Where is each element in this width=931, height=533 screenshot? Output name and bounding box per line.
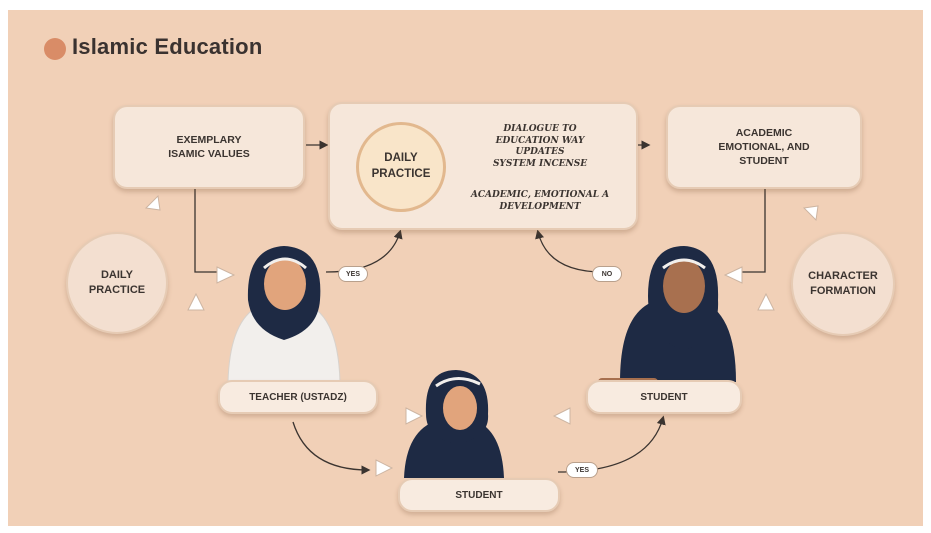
teacher-figure <box>227 246 341 383</box>
white-arrow-student <box>723 266 743 284</box>
values-label: EXEMPLARY ISAMIC VALUES <box>168 133 250 160</box>
center-box: DAILY PRACTICE dialogue to education way… <box>328 102 638 230</box>
page-title: Islamic Education <box>72 34 263 59</box>
white-arrow-bottom <box>375 459 394 477</box>
center-note-bottom: academic, emotional a development <box>470 190 610 212</box>
tag-no-right: NO <box>592 266 622 282</box>
student-right-figure <box>598 246 736 386</box>
white-arrow-diag-right <box>802 205 819 222</box>
line-values-teacher <box>194 188 220 273</box>
student-bottom-label: STUDENT <box>398 478 560 512</box>
white-arrow-up-left <box>187 292 205 311</box>
tag-yes-bottom: YES <box>566 462 598 478</box>
figures <box>227 246 736 478</box>
diagram-canvas: Islamic Education <box>8 10 923 526</box>
academic-box: ACADEMIC EMOTIONAL, AND STUDENT <box>666 105 862 189</box>
connector-lines <box>144 140 819 477</box>
title-dot-icon <box>44 38 66 60</box>
daily-practice-center-label: DAILY PRACTICE <box>371 152 431 180</box>
character-circle-label: CHARACTER FORMATION <box>808 270 878 297</box>
arrow-teacher-center <box>325 229 403 273</box>
white-arrow-diag-left <box>144 194 161 211</box>
academic-label: ACADEMIC EMOTIONAL, AND STUDENT <box>718 126 810 168</box>
daily-practice-center: DAILY PRACTICE <box>356 122 446 212</box>
student-right-label: STUDENT <box>586 380 742 414</box>
white-arrow-to-bottom-left <box>405 407 424 425</box>
student-bottom-figure <box>404 370 504 478</box>
daily-practice-circle-label: DAILY PRACTICE <box>88 269 146 296</box>
line-academic-student <box>740 188 766 273</box>
teacher-label: TEACHER (USTADZ) <box>218 380 378 414</box>
center-note-top: dialogue to education way updates system… <box>492 124 588 170</box>
white-arrow-up-right <box>757 292 775 311</box>
white-arrow-to-bottom-right <box>552 407 571 425</box>
values-box: EXEMPLARY ISAMIC VALUES <box>113 105 305 189</box>
daily-practice-circle: DAILY PRACTICE <box>66 232 168 334</box>
arrow-teacher-bottom <box>292 421 371 475</box>
tag-yes-left: YES <box>338 266 368 282</box>
character-circle: CHARACTER FORMATION <box>791 232 895 336</box>
white-arrow-teacher <box>216 266 236 284</box>
